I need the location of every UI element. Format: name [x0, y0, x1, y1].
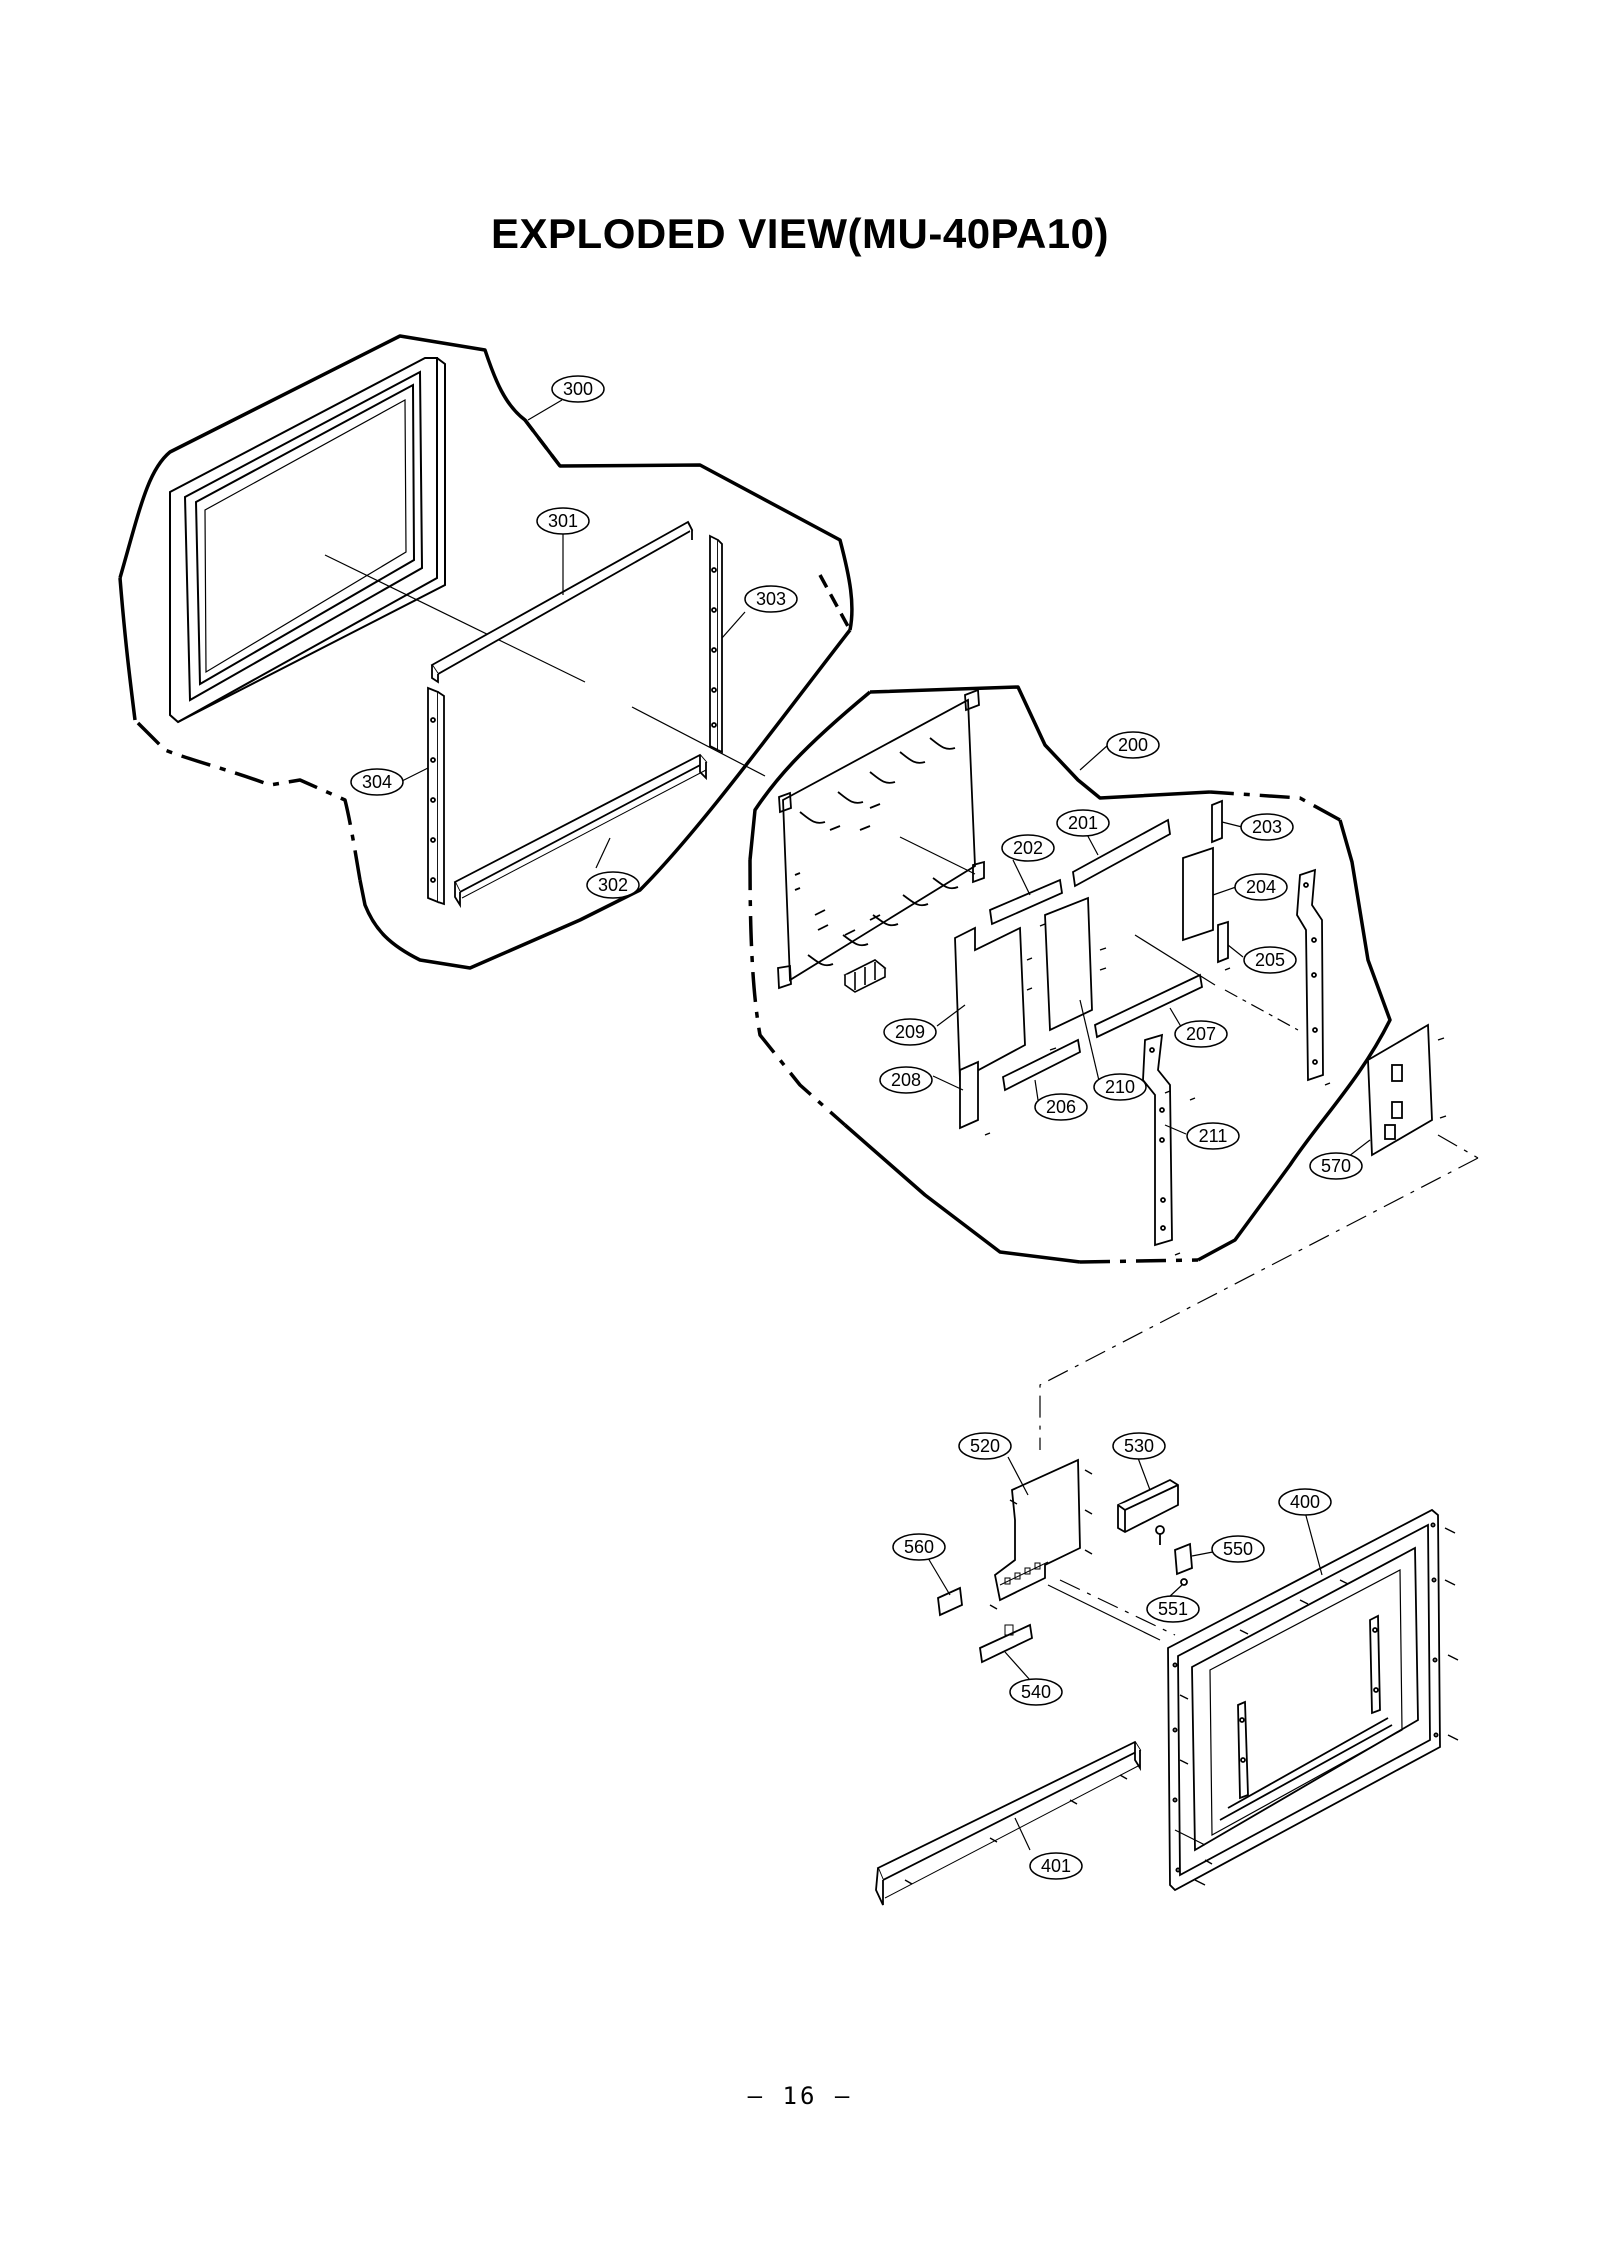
svg-text:210: 210 [1105, 1077, 1135, 1097]
board-210 [1044, 896, 1093, 1032]
bracket-302 [453, 753, 708, 909]
screw-ticks-520 [989, 1469, 1093, 1610]
svg-text:201: 201 [1068, 813, 1098, 833]
label-211: 211 [1186, 1122, 1240, 1150]
label-401: 401 [1029, 1852, 1083, 1880]
screw-ticks-400 [1179, 1527, 1459, 1886]
label-551: 551 [1146, 1595, 1200, 1623]
svg-text:206: 206 [1046, 1097, 1076, 1117]
bracket-303 [709, 534, 723, 754]
svg-text:401: 401 [1041, 1856, 1071, 1876]
board-203 [1211, 799, 1223, 844]
svg-text:530: 530 [1124, 1436, 1154, 1456]
svg-text:303: 303 [756, 589, 786, 609]
board-204 [1182, 846, 1214, 942]
part-labels: 300 301 303 304 302 200 201 202 203 204 … [350, 375, 1363, 1880]
label-200: 200 [1106, 731, 1160, 759]
svg-text:211: 211 [1199, 1126, 1228, 1146]
label-570: 570 [1309, 1152, 1363, 1180]
svg-text:540: 540 [1021, 1682, 1051, 1702]
label-206: 206 [1034, 1093, 1088, 1121]
svg-text:400: 400 [1290, 1492, 1320, 1512]
svg-text:205: 205 [1255, 950, 1285, 970]
board-520 [994, 1458, 1081, 1602]
label-540: 540 [1009, 1678, 1063, 1706]
label-202: 202 [1001, 834, 1055, 862]
screw-line-300 [324, 554, 586, 683]
leader-lines-300 [399, 399, 746, 869]
board-207 [1094, 973, 1203, 1039]
screw-line-300b [631, 706, 766, 777]
svg-text:570: 570 [1321, 1156, 1351, 1176]
screw-line-chassis [899, 836, 976, 875]
leader-lines-400 [927, 1456, 1323, 1851]
unit-530 [1117, 1478, 1179, 1545]
page-title: EXPLODED VIEW(MU-40PA10) [491, 210, 1109, 257]
svg-text:208: 208 [891, 1070, 921, 1090]
board-205 [1217, 920, 1229, 964]
back-cover-400 [1167, 1508, 1441, 1892]
board-208 [959, 1060, 979, 1130]
connector-block [843, 959, 887, 993]
label-207: 207 [1174, 1020, 1228, 1048]
svg-text:301: 301 [548, 511, 578, 531]
svg-text:203: 203 [1252, 817, 1282, 837]
svg-text:551: 551 [1158, 1599, 1188, 1619]
svg-text:302: 302 [598, 875, 628, 895]
label-530: 530 [1112, 1432, 1166, 1460]
group-200-boundary [748, 685, 1392, 1264]
svg-text:300: 300 [563, 379, 593, 399]
svg-text:200: 200 [1118, 735, 1148, 755]
label-204: 204 [1234, 873, 1288, 901]
label-203: 203 [1240, 813, 1294, 841]
board-209 [954, 926, 1026, 1082]
label-301: 301 [536, 507, 590, 535]
part-550 [1174, 1542, 1193, 1586]
svg-text:209: 209 [895, 1022, 925, 1042]
svg-text:550: 550 [1223, 1539, 1253, 1559]
label-210: 210 [1093, 1073, 1147, 1101]
svg-text:520: 520 [970, 1436, 1000, 1456]
label-304: 304 [350, 768, 404, 796]
page-number: – 16 – [747, 2082, 853, 2110]
board-201 [1072, 818, 1171, 888]
screw-line-chassis-b [1134, 934, 1216, 986]
screw-line-chassis-c [1224, 989, 1299, 1031]
label-209: 209 [883, 1018, 937, 1046]
bracket-301 [430, 520, 694, 684]
label-520: 520 [958, 1432, 1012, 1460]
label-302: 302 [586, 871, 640, 899]
board-202 [989, 878, 1063, 926]
front-bezel-frame [169, 357, 446, 724]
label-303: 303 [744, 585, 798, 613]
label-400: 400 [1278, 1488, 1332, 1516]
svg-text:560: 560 [904, 1537, 934, 1557]
group-300-boundary [118, 334, 854, 970]
svg-text:204: 204 [1246, 877, 1276, 897]
board-206 [1002, 1038, 1081, 1092]
svg-text:207: 207 [1186, 1024, 1216, 1044]
screw-ticks-401 [904, 1774, 1128, 1885]
label-201: 201 [1056, 809, 1110, 837]
label-205: 205 [1243, 946, 1297, 974]
board-570 [1367, 1023, 1433, 1157]
screw-ticks-200 [984, 923, 1447, 1256]
label-208: 208 [879, 1066, 933, 1094]
bar-211 [1142, 1033, 1173, 1247]
bracket-401 [875, 1740, 1142, 1906]
screw-line-back [1174, 1829, 1206, 1846]
board-540 [979, 1623, 1033, 1664]
part-560 [937, 1586, 963, 1617]
label-300: 300 [551, 375, 605, 403]
connector-dashline [1039, 1134, 1479, 1636]
svg-text:202: 202 [1013, 838, 1043, 858]
bracket-304 [427, 686, 445, 906]
bar-right [1296, 868, 1324, 1082]
screw-line-520 [1047, 1584, 1161, 1641]
label-560: 560 [892, 1533, 946, 1561]
label-550: 550 [1211, 1535, 1265, 1563]
chassis-frame [777, 688, 985, 990]
svg-text:304: 304 [362, 772, 392, 792]
